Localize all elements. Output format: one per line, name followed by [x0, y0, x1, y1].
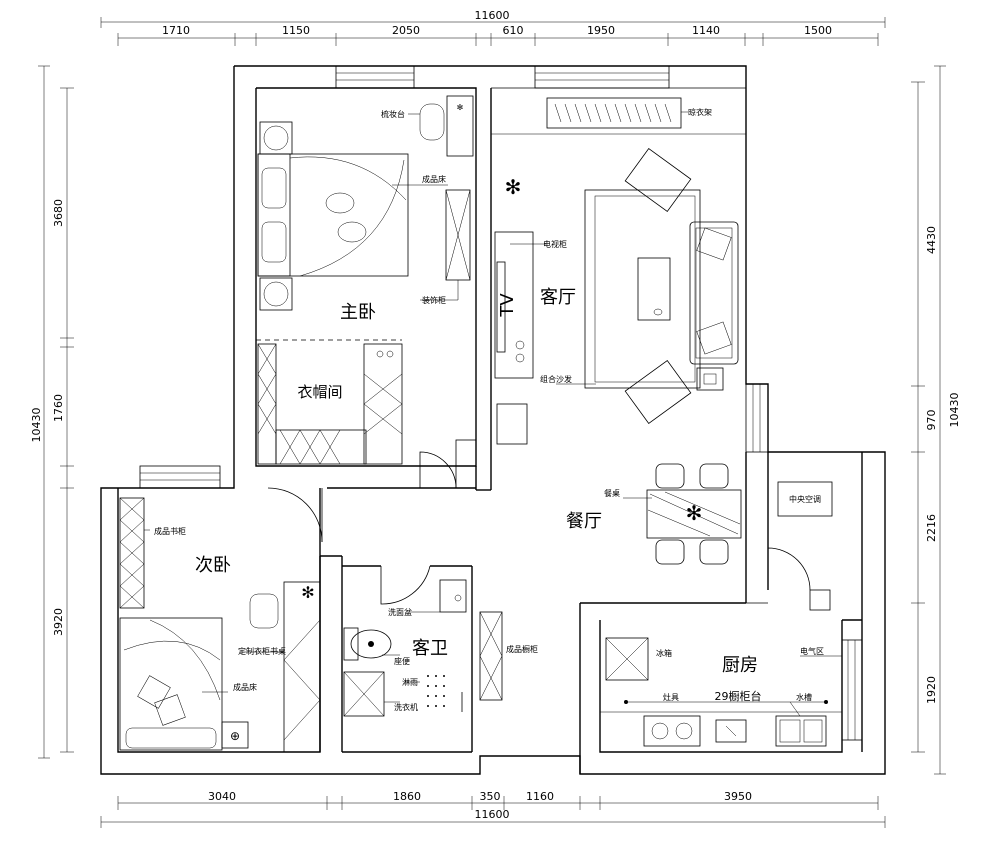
- kitchen-label: 厨房: [722, 655, 758, 676]
- top-dimension-lines: [100, 17, 886, 46]
- living-room: ✻: [491, 97, 746, 445]
- guest-bathroom: [343, 565, 503, 717]
- windows: [139, 65, 863, 741]
- top-dim-1: 1710: [162, 24, 190, 37]
- dining-area: ✻: [623, 463, 742, 565]
- svg-text:✻: ✻: [457, 103, 464, 112]
- left-overall-dim: 10430: [30, 408, 43, 443]
- cloakroom-label: 衣帽间: [297, 383, 342, 401]
- toilet-label: 座便: [394, 656, 410, 666]
- bottom-dimension-lines: [100, 796, 886, 828]
- svg-text:✻: ✻: [301, 583, 314, 602]
- top-dim-3: 2050: [392, 24, 420, 37]
- guest-bathroom-label: 客卫: [412, 638, 448, 659]
- fridge-label: 冰箱: [656, 648, 672, 658]
- top-dim-7: 1500: [804, 24, 832, 37]
- tv-label: TV: [497, 293, 518, 318]
- bottom-dim-5: 3950: [724, 790, 752, 803]
- deco-cabinet-label: 装饰柜: [422, 295, 446, 305]
- top-dim-2: 1150: [282, 24, 310, 37]
- right-overall-dim: 10430: [948, 393, 961, 428]
- living-room-label: 客厅: [540, 287, 576, 308]
- left-dim-3: 3920: [52, 608, 65, 636]
- kitchen: [600, 602, 842, 747]
- bottom-dim-2: 1860: [393, 790, 421, 803]
- left-dim-2: 1760: [52, 394, 65, 422]
- washbasin-label: 洗面盆: [388, 607, 412, 617]
- right-dim-4: 1920: [925, 676, 938, 704]
- stove-label: 灶具: [663, 692, 679, 702]
- washer-label: 洗衣机: [394, 702, 418, 712]
- master-bedroom: ✻: [257, 95, 474, 311]
- bottom-dim-3: 350: [480, 790, 501, 803]
- right-dim-3: 2216: [925, 514, 938, 542]
- top-dim-5: 1950: [587, 24, 615, 37]
- wardrobe-desk-label: 定制衣柜书桌: [238, 646, 286, 656]
- second-bedroom: ✻ ⊕: [119, 487, 323, 753]
- ac-closet: [767, 481, 833, 611]
- dresser-label: 梳妆台: [381, 109, 405, 119]
- shower-label: 淋雨: [402, 677, 418, 687]
- bath-cabinet-label: 成品橱柜: [506, 644, 538, 654]
- exterior-walls: [100, 65, 886, 775]
- master-bed-label: 成品床: [422, 174, 446, 184]
- svg-text:⊕: ⊕: [230, 729, 240, 743]
- central-ac-label: 中央空调: [789, 494, 821, 504]
- sink-label: 水槽: [796, 692, 812, 702]
- dining-room-label: 餐厅: [566, 511, 602, 532]
- right-dim-2: 970: [925, 410, 938, 431]
- svg-text:✻: ✻: [686, 501, 703, 525]
- cloakroom: [256, 339, 477, 489]
- gas-zone-label: 电气区: [800, 646, 824, 656]
- second-bedroom-label: 次卧: [195, 555, 231, 576]
- bookcase-label: 成品书柜: [154, 526, 186, 536]
- bottom-dim-4: 1160: [526, 790, 554, 803]
- top-overall-dim: 11600: [475, 9, 510, 22]
- right-dimension-lines: [911, 65, 946, 775]
- master-bedroom-label: 主卧: [340, 302, 376, 323]
- drying-rack-label: 晾衣架: [688, 107, 712, 117]
- countertop-label: 29橱柜台: [715, 689, 762, 703]
- dining-table-label: 餐桌: [604, 488, 620, 498]
- bottom-overall-dim: 11600: [475, 808, 510, 821]
- svg-text:✻: ✻: [505, 175, 522, 199]
- tv-cabinet-label: 电视柜: [543, 239, 567, 249]
- left-dim-1: 3680: [52, 199, 65, 227]
- top-dim-6: 1140: [692, 24, 720, 37]
- second-bed-label: 成品床: [233, 682, 257, 692]
- bottom-dim-1: 3040: [208, 790, 236, 803]
- sofa-label: 组合沙发: [540, 374, 572, 384]
- top-dim-4: 610: [503, 24, 524, 37]
- left-dimension-lines: [38, 65, 74, 759]
- right-dim-1: 4430: [925, 226, 938, 254]
